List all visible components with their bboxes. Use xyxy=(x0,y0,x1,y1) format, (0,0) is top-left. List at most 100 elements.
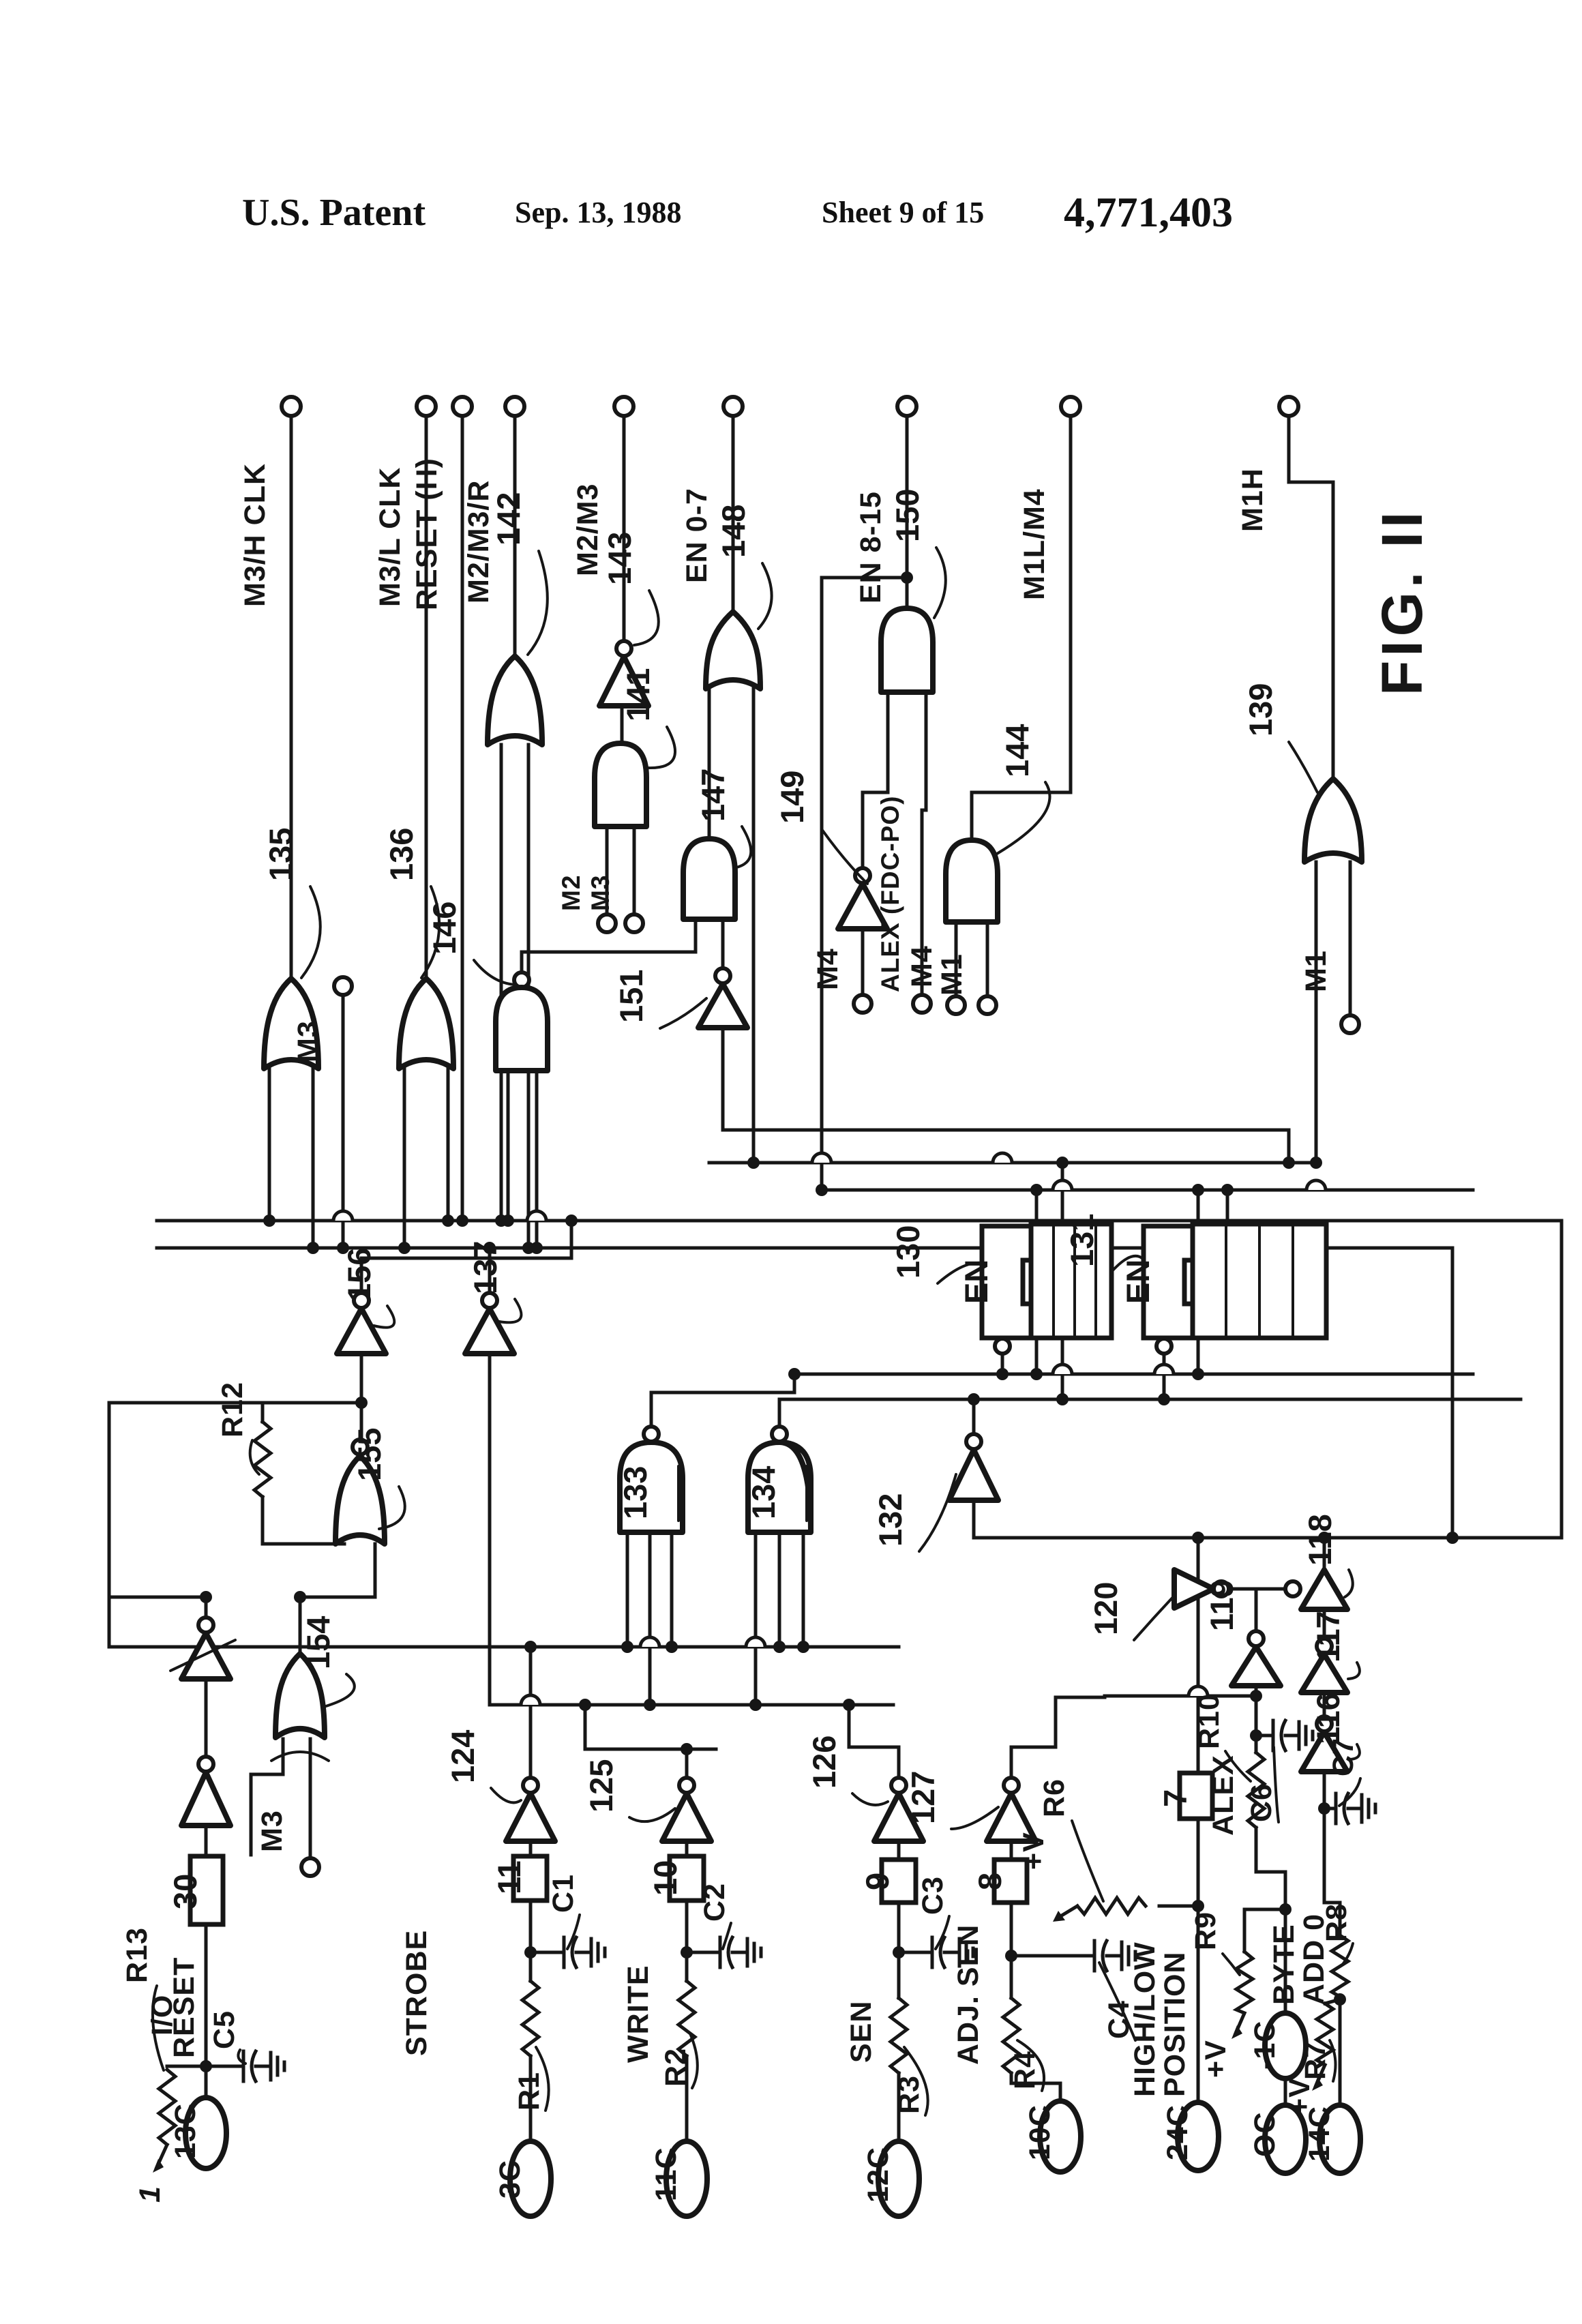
inverter-a xyxy=(169,1615,237,1682)
ref-127: 127 xyxy=(905,1771,941,1824)
inverter-117 xyxy=(1298,1637,1350,1695)
label-r8: R8 xyxy=(1320,1903,1353,1942)
label-sen: SEN xyxy=(845,2001,878,2063)
label-r10: R10 xyxy=(1193,1693,1225,1749)
inverter-119 xyxy=(1229,1629,1283,1688)
connectors: 13C 3C 11C 12C 10C 24C OC 14C -1C xyxy=(169,2010,1363,2219)
ref-118: 118 xyxy=(1302,1514,1338,1566)
label-plus-v-r7: +V xyxy=(1283,2077,1316,2115)
terminal-m1lm4: M1L/M4 xyxy=(1018,488,1051,600)
capacitor-c3 xyxy=(930,1935,975,1970)
connector-24c: 24C xyxy=(1161,2104,1194,2160)
label-m2-141: M2 xyxy=(557,875,585,911)
terminal-en815: EN 8-15 xyxy=(854,491,887,604)
label-r9: R9 xyxy=(1189,1911,1222,1950)
resistor-r9 xyxy=(1232,1949,1256,2016)
and-gate-141 xyxy=(592,741,649,829)
ref-120: 120 xyxy=(1088,1582,1124,1635)
connector-12c: 12C xyxy=(862,2147,895,2203)
ref-148: 148 xyxy=(715,505,751,558)
nand-gate-146 xyxy=(493,970,550,1073)
label-r13: R13 xyxy=(121,1927,153,1983)
label-add0: ADD 0 xyxy=(1298,1913,1330,2005)
ref-147: 147 xyxy=(695,769,731,822)
inverter-120 xyxy=(1171,1567,1231,1611)
label-c7: C7 xyxy=(1327,1738,1360,1776)
header: U.S. Patent Sep. 13, 1988 Sheet 9 of 15 … xyxy=(242,190,1233,236)
terminals xyxy=(280,395,1361,1878)
nand-gate-133: 133 xyxy=(617,1425,685,1535)
resistor-r10 xyxy=(1244,1750,1268,1830)
and-gate-147 xyxy=(681,836,738,922)
ref-124: 124 xyxy=(445,1730,481,1783)
ref-144: 144 xyxy=(999,724,1035,777)
connector-3c: 3C xyxy=(494,2160,526,2199)
capacitor-c4 xyxy=(1092,1938,1137,1973)
terminal-m2m3: M2/M3 xyxy=(571,483,604,576)
ref-134: 134 xyxy=(745,1466,781,1519)
capacitor-c7 xyxy=(1334,1791,1377,1826)
capacitor-c1 xyxy=(562,1935,607,1970)
inverter-137 xyxy=(462,1291,517,1356)
box-30: 30 xyxy=(167,1874,203,1909)
resistor-r7 xyxy=(1313,2001,1337,2068)
numbered-boxes: 30 11 10 9 8 7 xyxy=(167,1770,1215,1927)
label-m1-144: M1 xyxy=(936,953,968,996)
label-r2: R2 xyxy=(659,2048,692,2087)
label-position: POSITION xyxy=(1159,1952,1191,2097)
label-plus-v-r9: +V xyxy=(1199,2040,1232,2078)
inverter-124 xyxy=(503,1776,558,1844)
inverter-149 xyxy=(835,866,890,932)
label-r1: R1 xyxy=(513,2072,546,2111)
resistor-r1 xyxy=(519,1978,542,2059)
label-high-low: HIGH/LOW xyxy=(1129,1941,1161,2097)
resistor-r6 xyxy=(1075,1894,1148,1918)
connector-10c: 10C xyxy=(1024,2104,1056,2160)
label-strobe: STROBE xyxy=(400,1930,433,2056)
terminal-en07: EN 0-7 xyxy=(681,488,713,583)
labels: M3/H CLK M3/L CLK RESET (H) M2/M3/R M2/M… xyxy=(121,458,1434,2203)
inverter-118 xyxy=(1283,1567,1350,1612)
label-write: WRITE xyxy=(622,1965,655,2063)
label-m3-154: M3 xyxy=(256,1810,288,1852)
leader-lines xyxy=(151,546,1362,2117)
wire-hops xyxy=(331,1151,1328,1707)
connector-14c: 14C xyxy=(1303,2106,1336,2162)
label-c2: C2 xyxy=(698,1883,731,1922)
xor-gate-154 xyxy=(270,1651,330,1762)
ref-151: 151 xyxy=(613,970,649,1023)
ref-150: 150 xyxy=(889,489,925,542)
terminal-m3l-clk: M3/L CLK xyxy=(374,467,406,608)
patent-number: 4,771,403 xyxy=(1064,190,1233,236)
inverter-143 xyxy=(597,639,651,709)
ref-154: 154 xyxy=(300,1616,336,1669)
ref-141: 141 xyxy=(620,668,656,721)
resistor-r2 xyxy=(675,1978,698,2059)
capacitor-c2 xyxy=(718,1935,763,1970)
label-reset: RESET xyxy=(168,1957,200,2058)
box-11: 11 xyxy=(491,1860,527,1894)
resistor-r13 xyxy=(155,2067,179,2147)
ref-117: 117 xyxy=(1310,1611,1346,1663)
label-plus-v-r6: +V xyxy=(1017,1832,1050,1870)
ref-146: 146 xyxy=(426,902,462,955)
terminal-m2m3r: M2/M3/R xyxy=(462,480,495,604)
nand-gate-134: 134 xyxy=(745,1425,814,1535)
label-m3-mid: M3 xyxy=(292,1020,325,1062)
box-9: 9 xyxy=(859,1873,895,1890)
inverter-156 xyxy=(334,1291,389,1356)
label-c4: C4 xyxy=(1103,2000,1135,2039)
patent-title: U.S. Patent xyxy=(242,192,426,234)
inverter-b xyxy=(179,1755,233,1828)
ref-137: 137 xyxy=(467,1241,503,1294)
sheet-number: Sheet 9 of 15 xyxy=(822,196,984,229)
or-gate-148 xyxy=(703,609,763,691)
ref-155: 155 xyxy=(351,1428,387,1481)
resistor-r8 xyxy=(1328,1933,1352,1999)
connector-oc: OC xyxy=(1249,2112,1281,2158)
label-r12: R12 xyxy=(216,1382,249,1437)
label-r6: R6 xyxy=(1038,1778,1071,1817)
patent-date: Sep. 13, 1988 xyxy=(515,196,681,229)
wires xyxy=(107,414,1564,2142)
ref-119: 119 xyxy=(1204,1579,1240,1631)
